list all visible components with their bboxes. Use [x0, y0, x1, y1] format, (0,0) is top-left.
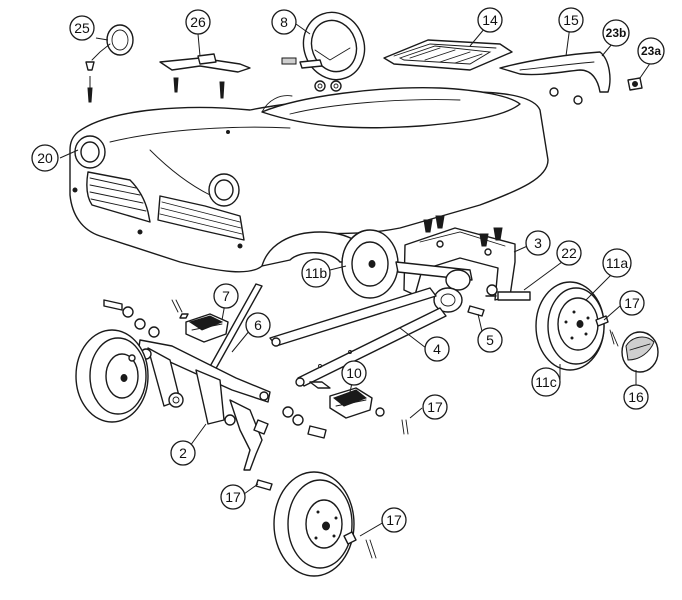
mirror-part [85, 24, 134, 103]
rear-wheel-11a [535, 281, 619, 371]
svg-text:26: 26 [190, 14, 206, 30]
callout-14: 14 [477, 7, 503, 33]
svg-text:23b: 23b [606, 26, 627, 40]
callout-17-pedal: 17 [422, 394, 448, 420]
svg-text:17: 17 [624, 295, 640, 311]
front-wheel-bottom [255, 471, 377, 577]
svg-text:20: 20 [37, 150, 53, 166]
pedal-right [329, 387, 409, 435]
callout-10: 10 [341, 360, 367, 386]
svg-text:4: 4 [433, 341, 441, 357]
callout-17-front: 17 [220, 484, 246, 510]
svg-text:11b: 11b [305, 265, 328, 281]
callout-11c: 11c [531, 367, 561, 397]
svg-text:16: 16 [628, 389, 644, 405]
svg-text:6: 6 [254, 317, 262, 333]
callout-6: 6 [245, 312, 271, 338]
svg-text:17: 17 [427, 399, 443, 415]
front-wheel-left [75, 329, 149, 423]
callout-17-right: 17 [619, 290, 645, 316]
callout-17-bottom: 17 [381, 507, 407, 533]
callout-15: 15 [558, 7, 584, 33]
svg-text:17: 17 [386, 512, 402, 528]
callouts: 25 26 8 14 15 23b 23a 20 3 22 11b 11a 7 … [31, 7, 665, 533]
callout-7: 7 [213, 283, 239, 309]
svg-text:17: 17 [225, 489, 241, 505]
svg-text:7: 7 [222, 288, 230, 304]
callout-22: 22 [556, 240, 582, 266]
svg-text:11a: 11a [606, 255, 629, 271]
callout-20: 20 [31, 144, 59, 172]
nut-23a-part [627, 77, 643, 91]
svg-text:15: 15 [563, 12, 579, 28]
svg-text:8: 8 [280, 14, 288, 30]
crank-axle-part [395, 261, 498, 317]
callout-11b: 11b [301, 258, 331, 288]
callout-3: 3 [525, 230, 551, 256]
callout-26: 26 [185, 9, 211, 35]
svg-text:2: 2 [179, 445, 187, 461]
svg-text:3: 3 [534, 235, 542, 251]
rear-wheel-11b [341, 229, 399, 299]
svg-text:22: 22 [561, 245, 577, 261]
callout-23a: 23a [637, 37, 665, 65]
callout-2: 2 [170, 440, 196, 466]
svg-text:23a: 23a [641, 44, 661, 58]
front-steering-assembly [103, 299, 327, 471]
callout-16: 16 [623, 384, 649, 410]
callout-4: 4 [424, 336, 450, 362]
callout-11a: 11a [602, 248, 632, 278]
svg-text:10: 10 [346, 365, 362, 381]
connecting-rods [269, 287, 447, 389]
hubcap-part [621, 331, 659, 373]
svg-text:5: 5 [486, 332, 494, 348]
svg-text:14: 14 [482, 12, 498, 28]
seat-part [383, 39, 513, 71]
car-body [69, 87, 549, 273]
callout-25: 25 [69, 15, 95, 41]
steering-wheel-part [281, 11, 366, 92]
pedal-left [171, 299, 229, 343]
callout-8: 8 [271, 9, 297, 35]
svg-text:11c: 11c [535, 374, 557, 390]
rear-bumper-part [499, 51, 611, 105]
callout-23b: 23b [602, 19, 630, 47]
svg-text:25: 25 [74, 20, 90, 36]
callout-5: 5 [477, 327, 503, 353]
seat-bracket-part [159, 53, 251, 99]
